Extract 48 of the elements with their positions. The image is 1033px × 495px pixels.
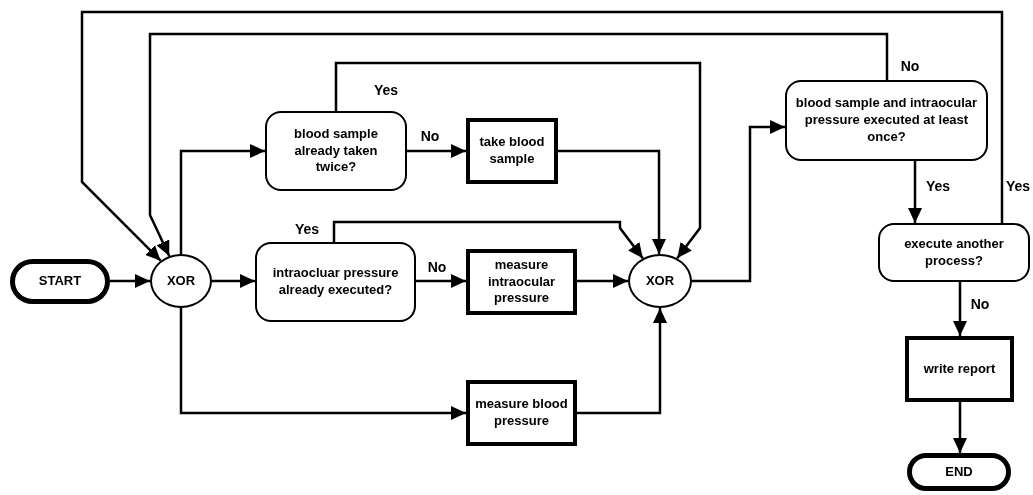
- edge-label: Yes: [292, 221, 322, 237]
- decision-box: [878, 223, 1030, 282]
- process-box: [466, 118, 558, 184]
- node-text: execute another process?: [903, 235, 1005, 270]
- arrow: [416, 274, 466, 288]
- node-text: intraocluar pressure already executed?: [271, 265, 400, 299]
- process-box: [466, 380, 577, 446]
- arrow: [577, 308, 667, 415]
- node-text: write report: [923, 360, 996, 378]
- arrow: [179, 308, 466, 420]
- edge-label: No: [968, 296, 992, 312]
- arrow: [110, 274, 150, 288]
- arrow: [407, 144, 466, 158]
- edge-label: No: [418, 128, 442, 144]
- arrow: [332, 220, 644, 259]
- edge-label: No: [898, 58, 922, 74]
- node-text: take blood sample: [478, 134, 546, 168]
- node-text: START: [38, 273, 82, 290]
- node-text: XOR: [645, 272, 675, 290]
- arrow: [692, 120, 785, 283]
- node-text: blood sample and intraocular pressure executed at least once?: [794, 95, 979, 146]
- node-text: blood sample already taken twice?: [293, 125, 379, 177]
- edge-label: No: [425, 259, 449, 275]
- arrow: [148, 32, 889, 257]
- arrow: [179, 144, 265, 254]
- node-text: XOR: [166, 272, 196, 290]
- edge-label: Yes: [371, 82, 401, 98]
- edge-label: Yes: [923, 178, 953, 194]
- node-text: measure intraocular pressure: [486, 256, 557, 308]
- arrow: [212, 274, 255, 288]
- arrow: [558, 149, 666, 254]
- arrow: [334, 61, 702, 259]
- edge-label: Yes: [1003, 178, 1033, 194]
- arrow: [80, 10, 1004, 262]
- arrow: [908, 161, 922, 223]
- xor-gateway: [150, 254, 212, 308]
- arrow: [953, 402, 967, 453]
- decision-box: [785, 80, 988, 161]
- decision-box: [265, 111, 407, 191]
- process-box: [466, 249, 577, 315]
- terminal-box: [907, 453, 1011, 491]
- decision-box: [255, 242, 416, 322]
- terminal-box: [10, 259, 110, 304]
- node-text: END: [945, 463, 973, 481]
- node-text: measure blood pressure: [474, 396, 569, 430]
- arrow: [953, 282, 967, 336]
- arrow: [577, 274, 628, 288]
- process-box: [905, 336, 1014, 402]
